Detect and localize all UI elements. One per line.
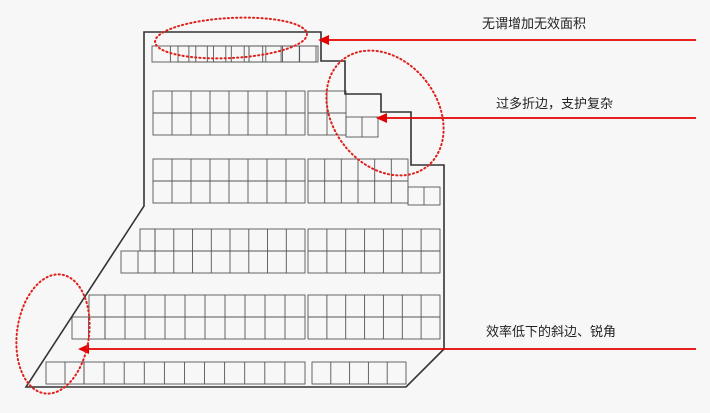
stall-block — [152, 90, 306, 136]
stall-block — [139, 228, 156, 252]
annotation-invalid-area: 无谓增加无效面积 — [482, 17, 587, 32]
stall-block — [120, 250, 156, 274]
stall-block — [151, 45, 319, 63]
site-boundary-outline — [24, 31, 445, 388]
annotation-sloped-edge: 效率低下的斜边、锐角 — [486, 325, 617, 340]
annotation-arrow — [78, 344, 696, 354]
stall-block — [307, 294, 441, 340]
annotation-arrows — [78, 35, 696, 354]
annotation-too-many-folds: 过多折边，支护复杂 — [496, 97, 614, 112]
stall-block — [152, 158, 306, 204]
stall-block — [104, 294, 306, 340]
stall-block — [88, 294, 106, 318]
stall-block — [345, 116, 379, 138]
annotation-arrow — [318, 35, 696, 45]
highlight-circle — [325, 49, 445, 177]
stall-block — [45, 361, 85, 385]
problem-highlight-circles — [15, 16, 445, 395]
stall-block — [311, 361, 407, 385]
stall-block — [407, 186, 441, 206]
stall-block — [83, 361, 306, 385]
annotation-arrow — [376, 113, 696, 123]
highlight-circle — [15, 273, 91, 395]
stall-block — [248, 45, 317, 63]
stall-block — [154, 228, 306, 274]
stall-block — [307, 228, 441, 274]
stall-block — [307, 158, 409, 204]
highlight-circle — [154, 16, 308, 60]
parking-stalls — [45, 45, 441, 385]
